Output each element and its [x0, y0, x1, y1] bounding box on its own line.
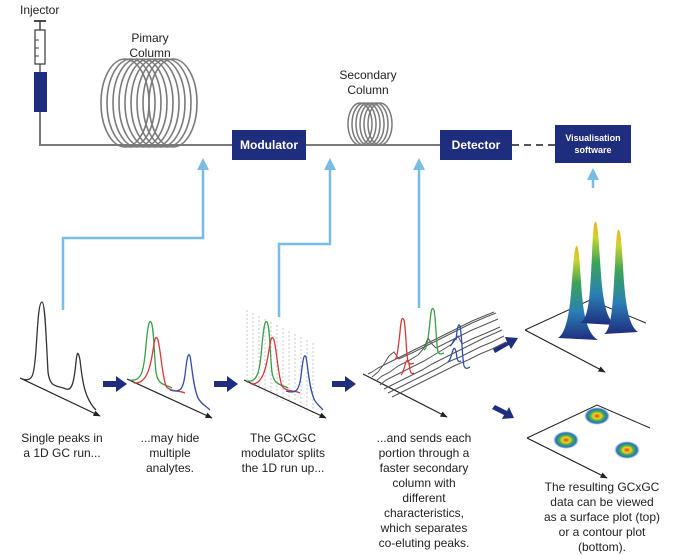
primary-column-coil — [100, 58, 198, 148]
caption-step3: The GCxGC modulator splits the 1D run up… — [240, 431, 326, 475]
caption-step1: Single peaks in a 1D GC run... — [21, 431, 103, 460]
flow-arrows — [103, 337, 518, 419]
surface-plot — [524, 221, 647, 373]
syringe-icon — [34, 20, 47, 112]
connector-arrowheads — [197, 158, 599, 180]
caption-step4: ...and sends each portion through a fast… — [376, 431, 472, 550]
panel-hidden-analytes — [126, 320, 213, 419]
connector-arrows — [61, 168, 595, 317]
secondary-column-coil — [347, 102, 393, 146]
panel-secondary-separation — [362, 307, 507, 418]
injector-label: Injector — [20, 3, 60, 17]
visualisation-box: Visualisation software — [555, 125, 631, 163]
caption-step2: ...may hide multiple analytes. — [140, 431, 200, 475]
panel-1d-run — [19, 301, 101, 417]
panel-modulator-split — [243, 310, 327, 419]
secondary-column-label: Secondary Column — [339, 68, 397, 97]
caption-step5: The resulting GCxGC data can be viewed a… — [543, 480, 661, 554]
detector-box: Detector — [440, 130, 512, 160]
contour-plot — [526, 404, 651, 479]
modulator-box: Modulator — [232, 130, 306, 160]
primary-column-label: Pimary Column — [129, 31, 171, 60]
